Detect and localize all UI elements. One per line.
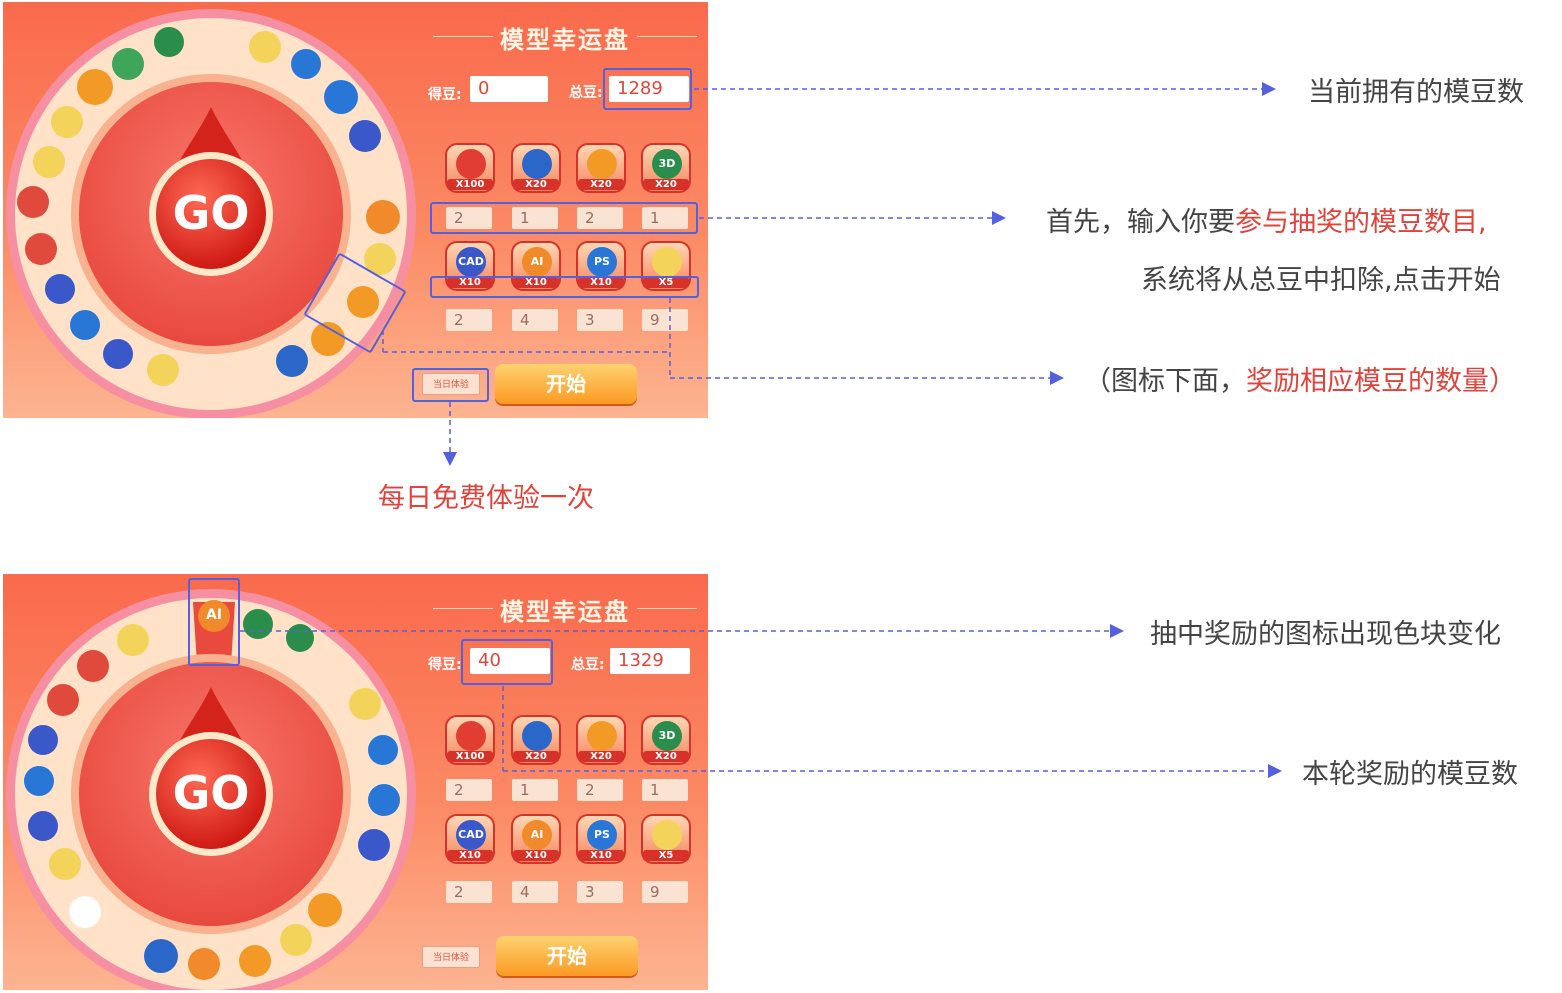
highlight-count-row <box>430 202 698 234</box>
wheel-graphic <box>6 9 416 418</box>
cad-icon: CAD <box>456 247 486 277</box>
count-input-5[interactable]: 2 <box>446 881 492 903</box>
bucket-icon <box>456 721 486 751</box>
total-label: 总豆: <box>569 85 603 101</box>
go-button[interactable]: GO <box>172 186 250 240</box>
ai-icon: AI <box>522 820 552 850</box>
3d-max-icon: 3D <box>652 149 682 179</box>
tile-bean: X5 <box>641 241 691 291</box>
vip-crown-icon <box>587 721 617 751</box>
count-input-3[interactable]: 2 <box>577 779 623 801</box>
count-input-8[interactable]: 9 <box>642 309 688 331</box>
annotation-step1-line1: 首先，输入你要参与抽奖的模豆数目, <box>1046 207 1487 238</box>
count-input-6[interactable]: 4 <box>512 309 558 331</box>
highlight-multiplier-row <box>430 276 699 298</box>
annotation-step1-line2: 系统将从总豆中扣除,点击开始 <box>1141 265 1501 296</box>
highlight-total <box>603 68 692 110</box>
wheel-title: 模型幸运盘 <box>425 592 705 627</box>
blue-swirl-icon <box>522 721 552 751</box>
beans-field: 0 <box>470 76 548 102</box>
total-field: 1329 <box>610 648 690 674</box>
daily-trial-button[interactable]: 当日体验 <box>422 946 480 968</box>
ps-icon: PS <box>587 820 617 850</box>
count-input-8[interactable]: 9 <box>642 881 688 903</box>
count-input-1[interactable]: 2 <box>446 207 492 229</box>
tile-swirl: X20 <box>511 715 561 765</box>
ai-icon: AI <box>522 247 552 277</box>
wheel-title: 模型幸运盘 <box>425 20 705 55</box>
annotation-hit-highlight: 抽中奖励的图标出现色块变化 <box>1150 619 1501 650</box>
highlight-winning-sector <box>188 578 240 666</box>
count-input-5[interactable]: 2 <box>446 309 492 331</box>
annotation-daily-free: 每日免费体验一次 <box>378 483 594 514</box>
start-button[interactable]: 开始 <box>495 364 637 404</box>
count-input-1[interactable]: 2 <box>446 779 492 801</box>
count-input-2[interactable]: 1 <box>512 779 558 801</box>
winning-ai-label: AI <box>205 607 223 623</box>
tile-vip: X20 <box>576 715 626 765</box>
tile-bucket: X100 <box>445 715 495 765</box>
tile-swirl: X20 <box>511 143 561 193</box>
bean-icon <box>652 820 682 850</box>
ring-icons <box>17 27 400 386</box>
wheel-graphic <box>6 589 416 990</box>
highlight-daily-trial <box>412 368 489 402</box>
count-input-4[interactable]: 1 <box>642 779 688 801</box>
count-input-4[interactable]: 1 <box>642 207 688 229</box>
beans-field: 40 <box>470 648 550 674</box>
count-input-2[interactable]: 1 <box>512 207 558 229</box>
count-input-3[interactable]: 2 <box>577 207 623 229</box>
cad-icon: CAD <box>456 820 486 850</box>
daily-trial-button[interactable]: 当日体验 <box>422 373 480 395</box>
count-input-7[interactable]: 3 <box>577 881 623 903</box>
annotation-below-icons: （图标下面，奖励相应模豆的数量） <box>1084 366 1516 397</box>
blue-swirl-icon <box>522 149 552 179</box>
3d-max-icon: 3D <box>652 721 682 751</box>
count-input-6[interactable]: 4 <box>512 881 558 903</box>
bean-icon <box>652 247 682 277</box>
beans-label: 得豆: <box>428 87 462 103</box>
annotation-owned-beans: 当前拥有的模豆数 <box>1308 77 1524 108</box>
beans-label: 得豆: <box>428 657 462 673</box>
highlight-round-beans <box>461 639 553 685</box>
tile-bean: X5 <box>641 814 691 864</box>
vip-crown-icon <box>587 149 617 179</box>
total-label: 总豆: <box>571 657 605 673</box>
lucky-wheel-panel-after: GO AI 模型幸运盘 得豆: 40 总豆: 1329 X100 X20 X20… <box>3 574 708 990</box>
ps-icon: PS <box>587 247 617 277</box>
total-field: 1289 <box>609 76 689 102</box>
count-input-7[interactable]: 3 <box>577 309 623 331</box>
go-button[interactable]: GO <box>172 766 250 820</box>
annotation-round-beans: 本轮奖励的模豆数 <box>1302 759 1518 790</box>
bucket-icon <box>456 149 486 179</box>
tile-bucket: X100 <box>445 143 495 193</box>
start-button[interactable]: 开始 <box>496 936 638 976</box>
tile-vip: X20 <box>576 143 626 193</box>
